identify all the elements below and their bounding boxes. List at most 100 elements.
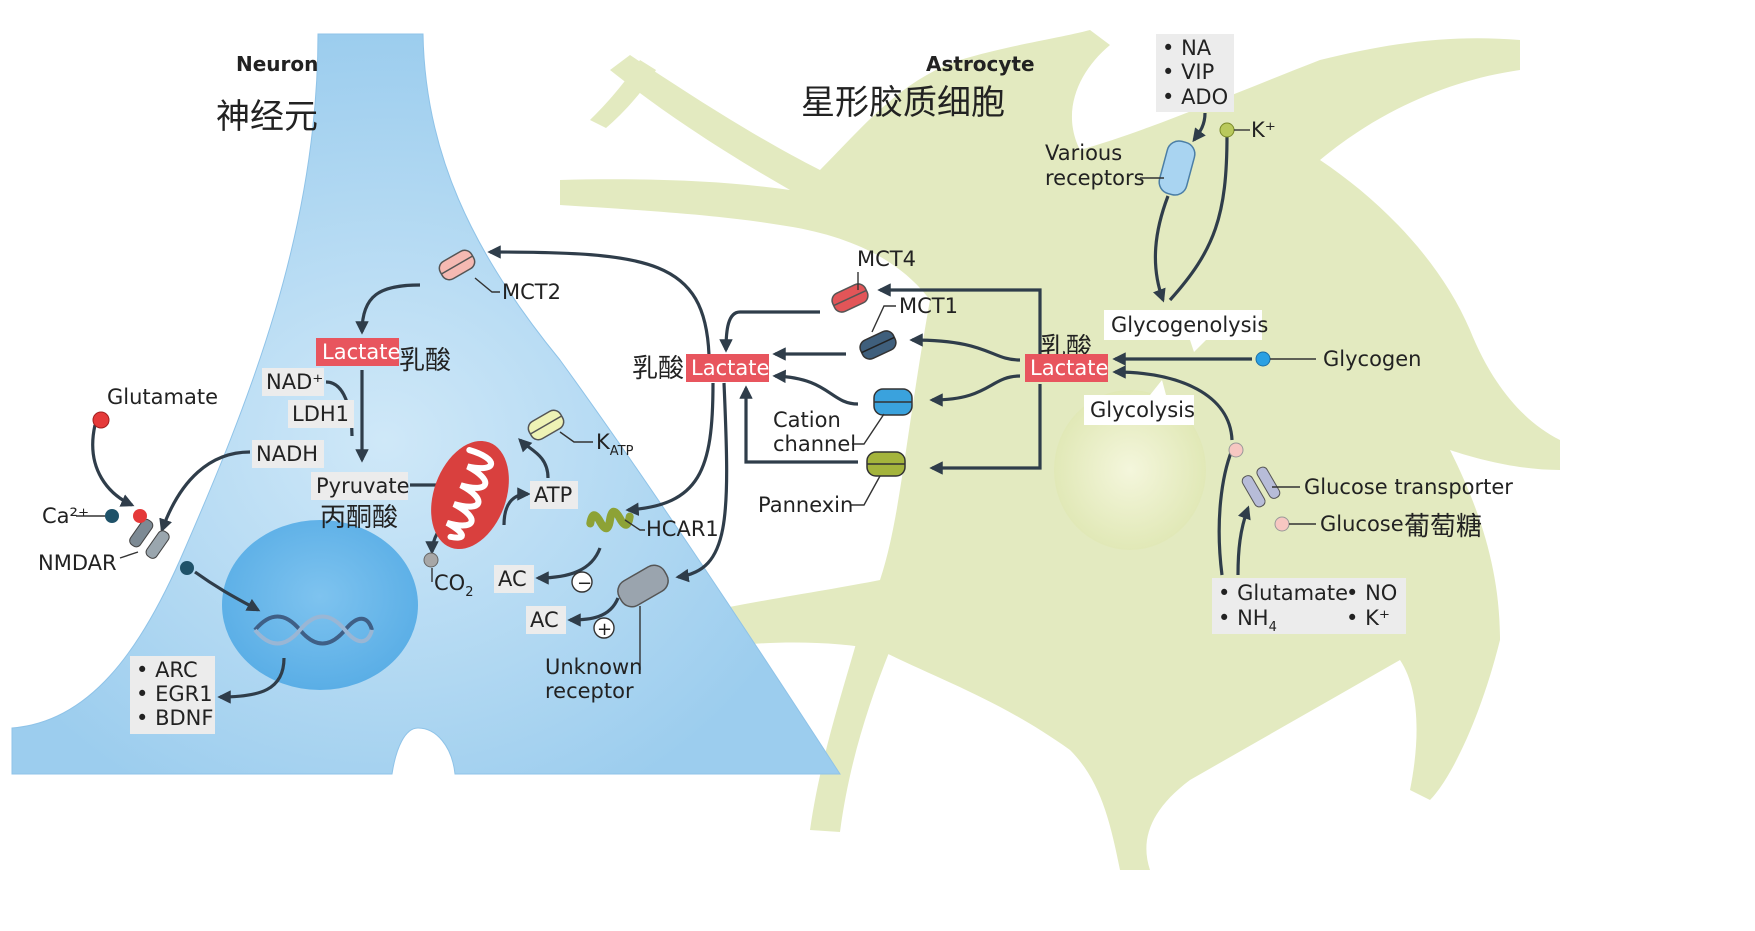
- glucose-transporter-label: Glucose transporter: [1304, 475, 1513, 499]
- nmdar-receptor-icon: [129, 518, 170, 559]
- minus-sign-icon: [571, 571, 593, 593]
- arrow-cation-to-lactate: [772, 369, 859, 406]
- plus-sign-icon: [593, 617, 615, 639]
- arrow-glutamate-to-nmdar: [91, 424, 135, 507]
- leader-mct1: [871, 305, 896, 333]
- mitochondrion-icon: [431, 440, 509, 550]
- signal-ado: • ADO: [1162, 85, 1228, 109]
- arrow-lactate-to-pannexin: [929, 384, 1042, 475]
- astrocyte-title: Astrocyte: [926, 52, 1035, 76]
- mct4-transporter-icon: [831, 283, 869, 313]
- arrow-lactate-to-mct1: [909, 333, 1021, 362]
- neuron-lactate-cn: 乳酸: [399, 346, 451, 376]
- middle-lactate-cn: 乳酸: [632, 354, 684, 384]
- arrow-stimuli-to-transporter: [1236, 505, 1251, 576]
- stimulus-glutamate: • Glutamate: [1218, 581, 1348, 605]
- glycogen-molecule-icon: [1255, 351, 1271, 367]
- nad-box: [262, 368, 324, 396]
- glutamate-label: Glutamate: [107, 385, 218, 409]
- calcium-ion-inside-icon: [180, 561, 194, 575]
- mct1-transporter-icon: [859, 330, 897, 360]
- leader-hcar1: [624, 519, 645, 531]
- arrow-nadh-to-nmdar: [159, 450, 251, 533]
- arrow-receptor-to-glycogenolysis: [1152, 195, 1170, 303]
- potassium-ion-icon: [1219, 122, 1235, 138]
- arrow-mct2-to-lactate: [355, 283, 421, 335]
- astrocyte-lactate-box: [1025, 354, 1108, 382]
- cation-channel-icon: [873, 388, 913, 416]
- stimulus-nh4: • NH4: [1218, 606, 1277, 635]
- arrow-mct4-to-lactate: [719, 310, 820, 353]
- unknown-receptor-icon: [617, 564, 669, 608]
- nmdar-label: NMDAR: [38, 551, 117, 575]
- nadh-box: [252, 440, 324, 468]
- signals-box: [1156, 34, 1234, 112]
- glutamate-molecule-icon: [92, 411, 110, 429]
- leader-pannexin: [850, 475, 881, 506]
- pannexin-label: Pannexin: [758, 493, 853, 517]
- arrow-hcar1-to-ac: [535, 547, 602, 585]
- arrow-lactate-to-mct4: [877, 283, 1042, 356]
- stimuli-box: [1212, 578, 1406, 634]
- cation-channel-label-1: Cation: [773, 408, 841, 432]
- glucose-transporter-icon: [1241, 466, 1281, 508]
- mct2-label: MCT2: [502, 280, 561, 304]
- astrocyte-lactate-label: Lactate: [1030, 356, 1108, 380]
- ac-box-1: [494, 565, 534, 593]
- leader-mct2: [474, 277, 500, 293]
- pannexin-channel-icon: [866, 451, 906, 477]
- leader-katp: [559, 431, 593, 443]
- atp-label: ATP: [534, 483, 572, 507]
- ac-label-1: AC: [498, 567, 527, 591]
- dna-icon: [253, 614, 374, 646]
- arrow-nmdar-to-dna: [194, 570, 261, 612]
- various-receptors-label-2: receptors: [1045, 166, 1145, 190]
- unknown-receptor-label-2: receptor: [545, 679, 634, 703]
- calcium-label: Ca²⁺: [42, 504, 89, 528]
- neuron-lactate-box: [316, 338, 399, 366]
- signal-na: • NA: [1162, 36, 1212, 60]
- glycogen-label: Glycogen: [1323, 347, 1422, 371]
- hcar1-receptor-icon: [586, 507, 634, 533]
- astrocyte-title-cn: 星形胶质细胞: [801, 83, 1005, 123]
- glycogenolysis-label: Glycogenolysis: [1111, 313, 1268, 337]
- astrocyte-nucleus: [1054, 390, 1206, 550]
- katp-label: KATP: [596, 430, 634, 459]
- gene-bdnf: • BDNF: [136, 706, 213, 730]
- various-receptors-label-1: Various: [1045, 141, 1122, 165]
- genes-box: [130, 656, 215, 734]
- stimulus-no: • NO: [1346, 581, 1397, 605]
- arrow-unknown-to-ac: [567, 597, 620, 627]
- katp-channel-icon: [527, 409, 565, 441]
- glucose-inside-icon: [1228, 442, 1244, 458]
- neuron-nucleus: [222, 520, 418, 690]
- arrow-lactate-to-hcar1: [625, 382, 715, 516]
- mct2-transporter-icon: [438, 249, 476, 281]
- middle-lactate-label: Lactate: [691, 356, 769, 380]
- minus-sign: −: [577, 573, 592, 594]
- glycolysis-box: [1084, 395, 1194, 425]
- arrow-stimuli-up: [1217, 449, 1234, 576]
- leader-nmdar: [119, 551, 139, 559]
- glycolysis-callout: [1150, 380, 1166, 395]
- ac-label-2: AC: [530, 608, 559, 632]
- arrow-lactate-to-mct2: [487, 245, 711, 356]
- glycolysis-label: Glycolysis: [1090, 398, 1195, 422]
- ac-box-2: [526, 606, 566, 634]
- atp-box: [530, 481, 578, 509]
- potassium-label: K⁺: [1251, 118, 1276, 142]
- arrow-atp-to-katp: [518, 438, 550, 479]
- neuron-title: Neuron: [236, 52, 318, 76]
- co2-label: CO2: [434, 571, 473, 600]
- nadh-label: NADH: [256, 442, 318, 466]
- pyruvate-label: Pyruvate: [316, 474, 410, 498]
- arrow-mito-to-atp: [502, 487, 531, 526]
- ldh1-box: [288, 400, 354, 428]
- glycogenolysis-box: [1104, 310, 1262, 340]
- arrow-pannexin-to-lactate: [739, 385, 858, 464]
- gene-egr1: • EGR1: [136, 682, 213, 706]
- signal-vip: • VIP: [1162, 60, 1214, 84]
- pyruvate-cn: 丙酮酸: [320, 503, 398, 533]
- pyruvate-box: [311, 472, 408, 500]
